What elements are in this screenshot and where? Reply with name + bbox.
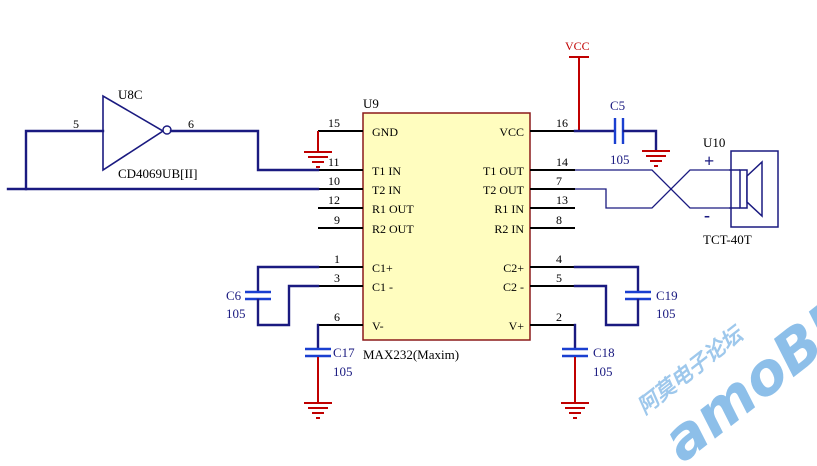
- inverter-in-pin: 5: [73, 117, 79, 131]
- wire-t2out: [575, 169, 729, 209]
- pin-num: 14: [556, 155, 568, 169]
- pin-num: 5: [556, 271, 562, 285]
- pin-name: C1+: [372, 261, 393, 275]
- pin-name: T1 IN: [372, 164, 401, 178]
- pin-name: T2 OUT: [483, 183, 525, 197]
- c19-ref: C19: [656, 288, 678, 303]
- c5-ref: C5: [610, 98, 625, 113]
- inverter-out-pin: 6: [188, 117, 194, 131]
- c17-value: 105: [333, 364, 353, 379]
- transducer-plus: +: [704, 151, 714, 171]
- pin-num: 4: [556, 252, 562, 266]
- pin-num: 15: [328, 116, 340, 130]
- wire-c5-right: [622, 129, 658, 152]
- pin-num: 6: [334, 310, 340, 324]
- pin-name: GND: [372, 125, 398, 139]
- pin-num: 1: [334, 252, 340, 266]
- ground-symbol: [304, 402, 332, 419]
- inverter-gate: [102, 94, 172, 172]
- c5-value: 105: [610, 152, 630, 167]
- c17-capacitor: [305, 347, 331, 358]
- pin-name: R2 OUT: [372, 222, 414, 236]
- c6-capacitor: [245, 290, 271, 301]
- pin-num: 2: [556, 310, 562, 324]
- max232-body: [362, 112, 531, 341]
- pin-name: VCC: [499, 125, 524, 139]
- transducer-symbol: [729, 150, 779, 228]
- wire-c19-bottom: [573, 284, 640, 327]
- inverter-ref: U8C: [118, 87, 143, 102]
- inverter-part: CD4069UB[II]: [118, 166, 197, 181]
- c6-value: 105: [226, 306, 246, 321]
- pin-num: 3: [334, 271, 340, 285]
- c17-ref: C17: [333, 345, 355, 360]
- wire-c6-top: [256, 265, 320, 293]
- watermark: 阿莫电子论坛 amoBBS: [633, 255, 817, 466]
- pin-name: V+: [509, 319, 525, 333]
- pin-name: C2 -: [503, 280, 524, 294]
- pin-name: T1 OUT: [483, 164, 525, 178]
- right-pins: [530, 130, 575, 326]
- chip-ref: U9: [363, 96, 379, 111]
- ground-symbol: [642, 150, 670, 167]
- ground-symbol: [561, 402, 589, 419]
- pin-num: 16: [556, 116, 568, 130]
- pin-num: 11: [328, 155, 340, 169]
- vcc-label: VCC: [565, 39, 590, 53]
- c19-capacitor: [625, 290, 651, 301]
- pin-name: T2 IN: [372, 183, 401, 197]
- c18-value: 105: [593, 364, 613, 379]
- pin-num: 8: [556, 213, 562, 227]
- c19-value: 105: [656, 306, 676, 321]
- c6-ref: C6: [226, 288, 242, 303]
- left-pins: [318, 130, 363, 326]
- pin-num: 7: [556, 174, 562, 188]
- c18-ref: C18: [593, 345, 615, 360]
- pin-num: 9: [334, 213, 340, 227]
- pin-name: R2 IN: [494, 222, 524, 236]
- transducer-minus: -: [704, 205, 710, 225]
- pin-name: V-: [372, 319, 384, 333]
- transducer-ref: U10: [703, 135, 725, 150]
- wire-c6-bottom: [256, 284, 320, 327]
- pin-num: 10: [328, 174, 340, 188]
- pin-name: R1 IN: [494, 202, 524, 216]
- pin-num: 13: [556, 193, 568, 207]
- wire-inv-output: [169, 129, 320, 172]
- pin-name: C2+: [503, 261, 524, 275]
- chip-part: MAX232(Maxim): [363, 347, 459, 362]
- wire-c19-top: [573, 265, 640, 293]
- c5-capacitor: [613, 118, 625, 144]
- pin-name: R1 OUT: [372, 202, 414, 216]
- pin-name: C1 -: [372, 280, 393, 294]
- wire-inv-input: [24, 129, 105, 191]
- c18-capacitor: [562, 347, 588, 358]
- pin-num: 12: [328, 193, 340, 207]
- watermark-en: amoBBS: [649, 255, 817, 466]
- transducer-part: TCT-40T: [703, 232, 752, 247]
- ground-symbol: [304, 151, 332, 168]
